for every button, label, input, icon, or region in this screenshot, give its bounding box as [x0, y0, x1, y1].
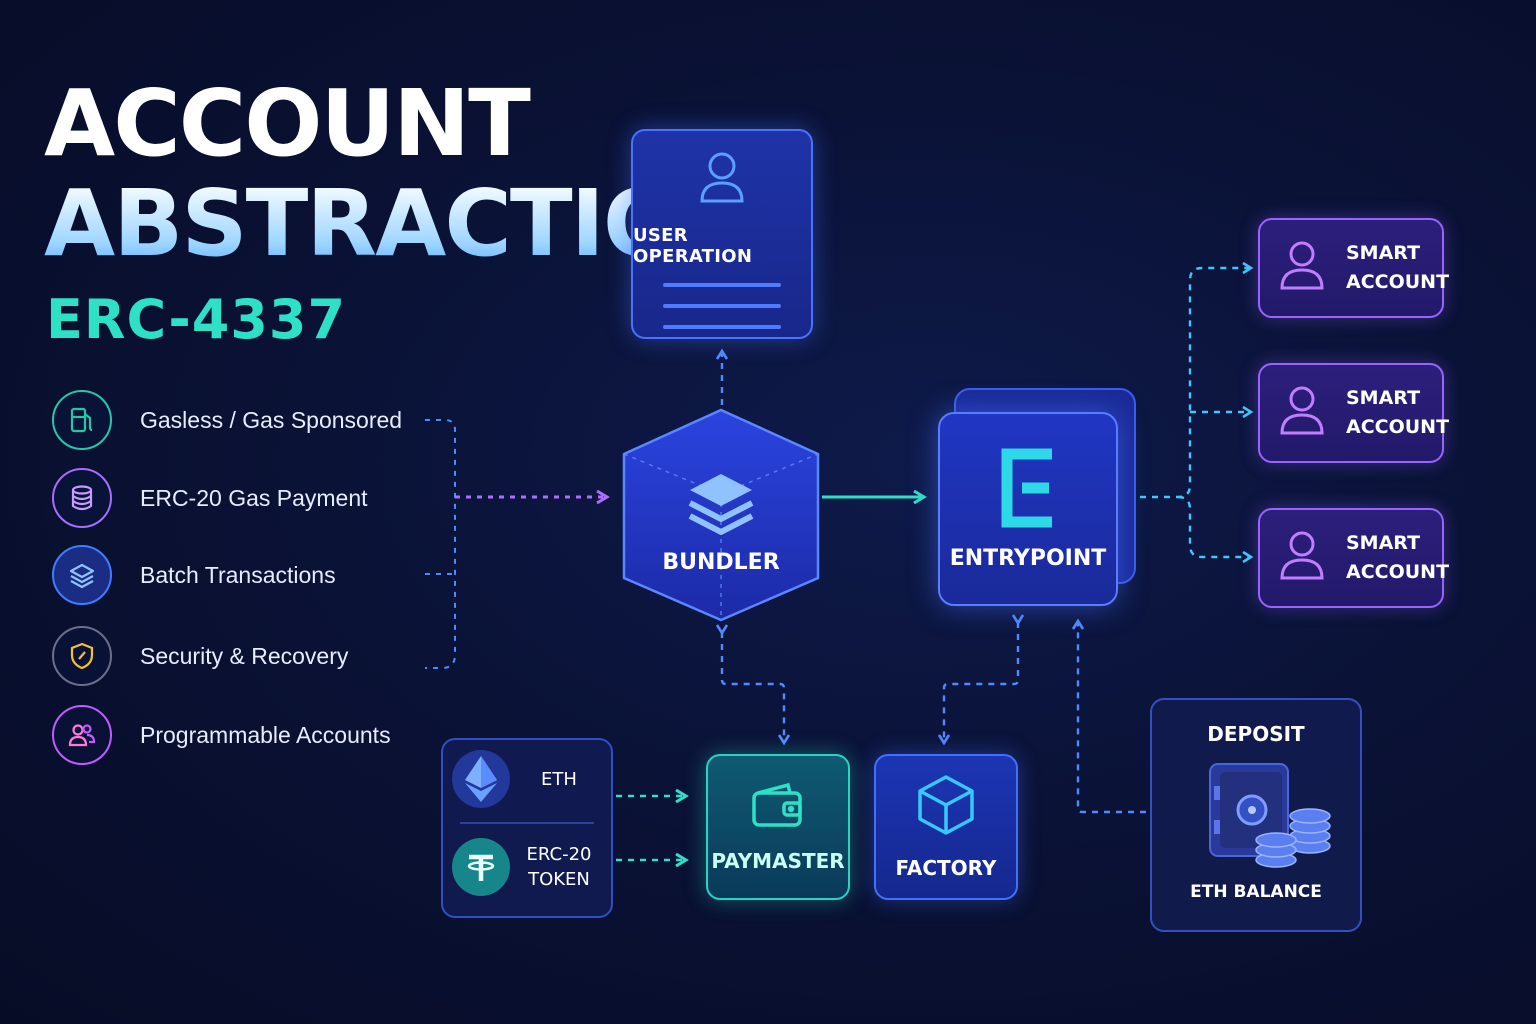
paymaster-label: PAYMASTER [711, 849, 845, 873]
bundler-label: BUNDLER [662, 550, 780, 575]
page-subtitle: ERC-4337 [46, 288, 347, 351]
feature-batch: Batch Transactions [52, 542, 336, 608]
user-icon [697, 149, 747, 211]
layers-icon [688, 474, 754, 535]
bundler-node[interactable] [622, 408, 820, 622]
user-operation-node[interactable]: USER OPERATION [631, 129, 813, 339]
paymaster-node[interactable]: PAYMASTER [706, 754, 850, 900]
feature-gasless: Gasless / Gas Sponsored [52, 387, 402, 453]
entrypoint-node[interactable]: ENTRYPOINT [938, 412, 1118, 606]
document-lines [663, 283, 781, 346]
arrow-bundler-paymaster [722, 632, 784, 742]
user-icon [1278, 383, 1326, 443]
erc20-label-line1: ERC-20 [526, 844, 592, 865]
erc20-token-label: ERC-20 TOKEN [524, 842, 594, 892]
token-eth[interactable]: ETH [452, 740, 602, 818]
entrypoint-label: ENTRYPOINT [949, 545, 1107, 571]
shield-icon [52, 626, 112, 686]
user-operation-label: USER OPERATION [633, 225, 753, 267]
arrows-entrypoint-to-smart-accounts [1140, 268, 1250, 557]
deposit-title: DEPOSIT [1207, 722, 1305, 746]
cube-icon [917, 774, 975, 840]
feature-label: Gasless / Gas Sponsored [140, 406, 403, 433]
factory-label: FACTORY [895, 856, 997, 880]
coin-stack-icon [52, 468, 112, 528]
user-icon [1278, 238, 1326, 298]
page-title-line1: ACCOUNT [44, 70, 531, 177]
features-bracket [425, 419, 605, 669]
feature-label: Programmable Accounts [140, 721, 391, 748]
token-options: ETH ERC-20 TOKEN [441, 738, 613, 918]
user-icon [1278, 528, 1326, 588]
tether-icon [452, 838, 510, 896]
users-icon [52, 705, 112, 765]
token-erc20[interactable]: ERC-20 TOKEN [452, 828, 602, 906]
feature-erc20-gas: ERC-20 Gas Payment [52, 465, 368, 531]
deposit-node[interactable]: DEPOSIT ETH BALANCE [1150, 698, 1362, 932]
safe-icon [1176, 760, 1336, 876]
eth-label: ETH [541, 768, 577, 790]
gas-pump-icon [52, 390, 112, 450]
feature-label: Batch Transactions [140, 561, 336, 588]
ethereum-icon [452, 750, 510, 808]
feature-security: Security & Recovery [52, 623, 348, 689]
feature-label: ERC-20 Gas Payment [140, 484, 368, 511]
factory-node[interactable]: FACTORY [874, 754, 1018, 900]
entrypoint-e-icon [1000, 448, 1056, 532]
erc20-label-line2: TOKEN [528, 869, 590, 890]
arrow-entrypoint-factory [944, 622, 1018, 742]
divider [460, 822, 594, 824]
layers-icon [52, 545, 112, 605]
feature-programmable: Programmable Accounts [52, 702, 391, 768]
wallet-icon [750, 781, 806, 833]
feature-label: Security & Recovery [140, 642, 349, 669]
eth-balance-label: ETH BALANCE [1190, 882, 1322, 902]
arrow-deposit-to-entrypoint [1078, 622, 1146, 814]
